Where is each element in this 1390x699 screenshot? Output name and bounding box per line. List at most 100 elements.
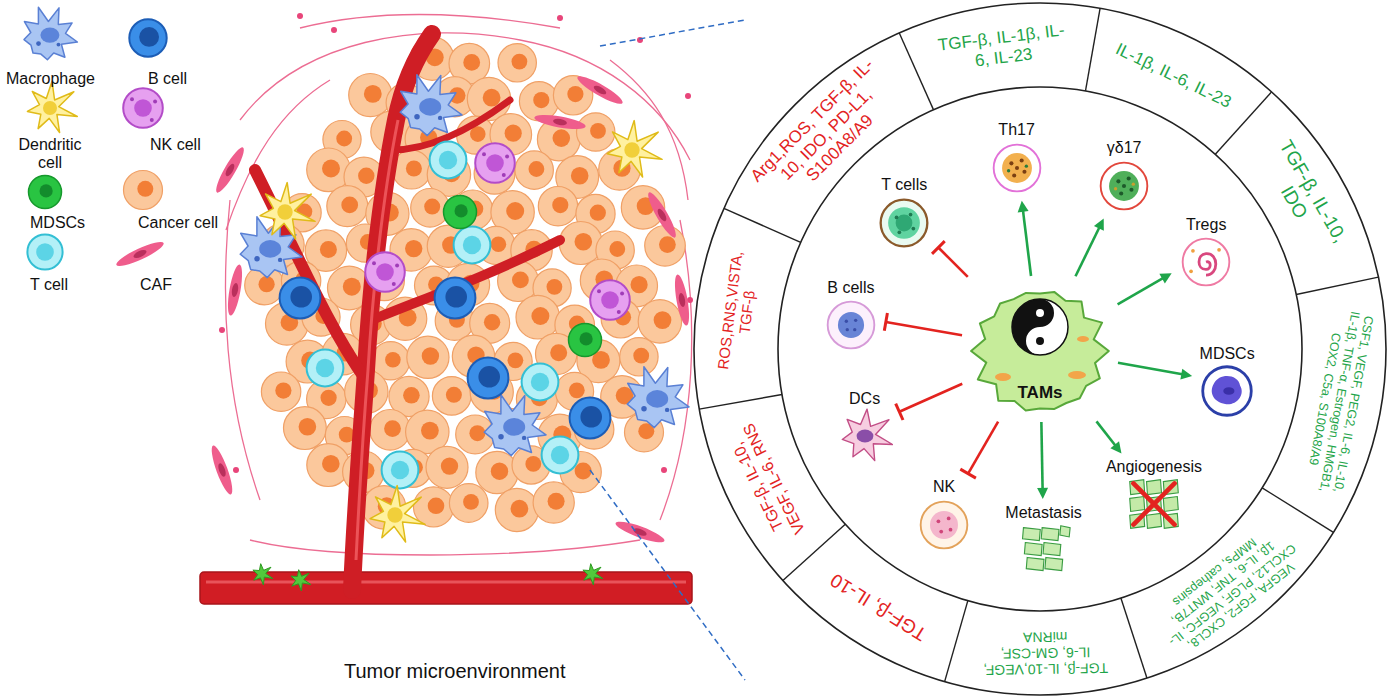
tumor-illustration-part	[219, 327, 225, 333]
connector-line	[886, 322, 962, 335]
tumor-illustration-part	[557, 15, 563, 21]
nk-cell-part	[502, 173, 506, 177]
activation-arrow	[1037, 422, 1048, 499]
caf-cell-part	[231, 283, 239, 298]
legend-label: NK cell	[150, 136, 201, 154]
t-cell	[522, 364, 559, 401]
cancer-cell-part	[515, 151, 553, 189]
t-cell-part	[454, 227, 491, 264]
meta-icon-part	[1059, 526, 1069, 537]
zoom-leader-line	[600, 20, 745, 46]
nk-icon-part	[937, 519, 941, 523]
caf-cell-part	[678, 293, 686, 308]
t-cell-part	[463, 236, 481, 254]
ring-sector: ROS,RNS,VISTA, TGF-β	[713, 242, 764, 382]
endothelial-cell-part	[583, 564, 603, 585]
caf-cell-part	[225, 263, 245, 316]
tam-picture-part	[1012, 299, 1068, 355]
cancer-cell-part	[571, 167, 589, 185]
cancer-cell-part	[407, 336, 449, 378]
meta-icon-part	[1026, 558, 1044, 571]
mdsc-cell-part	[444, 196, 477, 229]
gd17-icon-part	[1127, 176, 1131, 180]
cancer-cell-part	[385, 352, 401, 368]
t-cell	[454, 227, 491, 264]
cell-label: Metastasis	[1005, 504, 1081, 522]
nk-cell-part	[617, 310, 621, 314]
cancer-cell-part	[441, 457, 458, 474]
cell-label: Tregs	[1186, 216, 1226, 234]
caf-cell	[672, 273, 692, 326]
cancer-cell-part	[384, 420, 401, 437]
nk-cell-part	[475, 143, 515, 183]
b-cell-part	[468, 358, 509, 399]
mdsc-icon-part	[1223, 388, 1234, 395]
activation-arrow	[1096, 421, 1121, 453]
b-cell-part	[478, 366, 500, 388]
cancer-cell-part	[512, 54, 528, 70]
endothelial-cell	[253, 564, 273, 585]
tumor-illustration-part	[661, 467, 667, 473]
blood-vessel-part	[356, 120, 398, 560]
cytokine-list: Arg1,ROS, TGF-β, IL-10, IDO, PD-L1, S100…	[746, 55, 876, 185]
cancer-cell-part	[512, 272, 529, 289]
mdsc-cell-part	[40, 184, 53, 197]
cancer-cell-part	[533, 482, 574, 523]
cancer-cell-part	[552, 197, 568, 213]
cancer-cell-part	[390, 229, 432, 271]
macrophage-cell-part	[498, 434, 504, 440]
cancer-cell-part	[590, 123, 606, 139]
cancer-cell-part	[654, 311, 672, 329]
gd17-icon-part	[1101, 162, 1148, 209]
cytokine-list: TGF-β, IL-10	[827, 569, 931, 645]
cytokine-list: IL-1β, IL-6, IL-23	[1113, 39, 1235, 111]
caf-cell	[614, 518, 667, 546]
tam-ring	[694, 3, 1386, 695]
tam-picture-part	[1036, 309, 1044, 317]
gd17-icon-part	[1122, 184, 1126, 188]
cancer-cell-part	[575, 233, 593, 251]
caf-cell	[575, 72, 626, 108]
treg-icon-part	[1189, 270, 1193, 274]
arrow-head	[1018, 201, 1029, 213]
b-cell	[570, 398, 611, 439]
nk-cell-part	[597, 289, 601, 293]
macrophage-cell	[400, 75, 462, 136]
cancer-cell	[476, 451, 518, 493]
nk-icon	[916, 497, 972, 553]
mdsc-icon	[1199, 363, 1255, 419]
cancer-cell	[638, 300, 681, 343]
b-cell	[468, 358, 509, 399]
cell-label: TAMs	[1017, 383, 1062, 403]
tumor-illustration-part	[297, 13, 303, 19]
cancer-cell-part	[463, 54, 480, 71]
gd17-icon-part	[1114, 187, 1117, 190]
b-cell-part	[580, 406, 602, 428]
legend-text: Dendritic cell	[18, 136, 81, 171]
cancer-cell-part	[567, 86, 583, 102]
cancer-cell	[577, 113, 615, 151]
t-cell	[430, 142, 467, 179]
macrophage-cell-part	[57, 43, 61, 47]
legend-label: Cancer cell	[138, 214, 218, 232]
outer-ring	[694, 3, 1386, 695]
cancer-cell-part	[284, 407, 327, 450]
b-cell-part	[139, 27, 159, 47]
bcell-icon-part	[845, 328, 848, 331]
caf-cell-part	[656, 207, 668, 222]
activation-arrow	[1118, 363, 1192, 380]
dendritic-cell-part	[27, 81, 77, 132]
bcell-icon-part	[854, 319, 857, 322]
treg-icon-part	[1199, 254, 1216, 275]
tumor-illustration-part	[250, 540, 640, 555]
caf-cell-part	[114, 238, 166, 270]
cancer-cell-part	[428, 498, 445, 515]
angio-icon-part	[1130, 497, 1145, 512]
cancer-cell-part	[259, 276, 275, 292]
macrophage-cell-part	[414, 114, 420, 120]
macrophage-cell-part	[400, 75, 462, 136]
caf-cell-part	[553, 118, 568, 126]
cancer-cell-part	[343, 278, 361, 296]
macrophage-cell	[484, 395, 546, 456]
target-cell: Angiogenesis	[1102, 456, 1206, 534]
